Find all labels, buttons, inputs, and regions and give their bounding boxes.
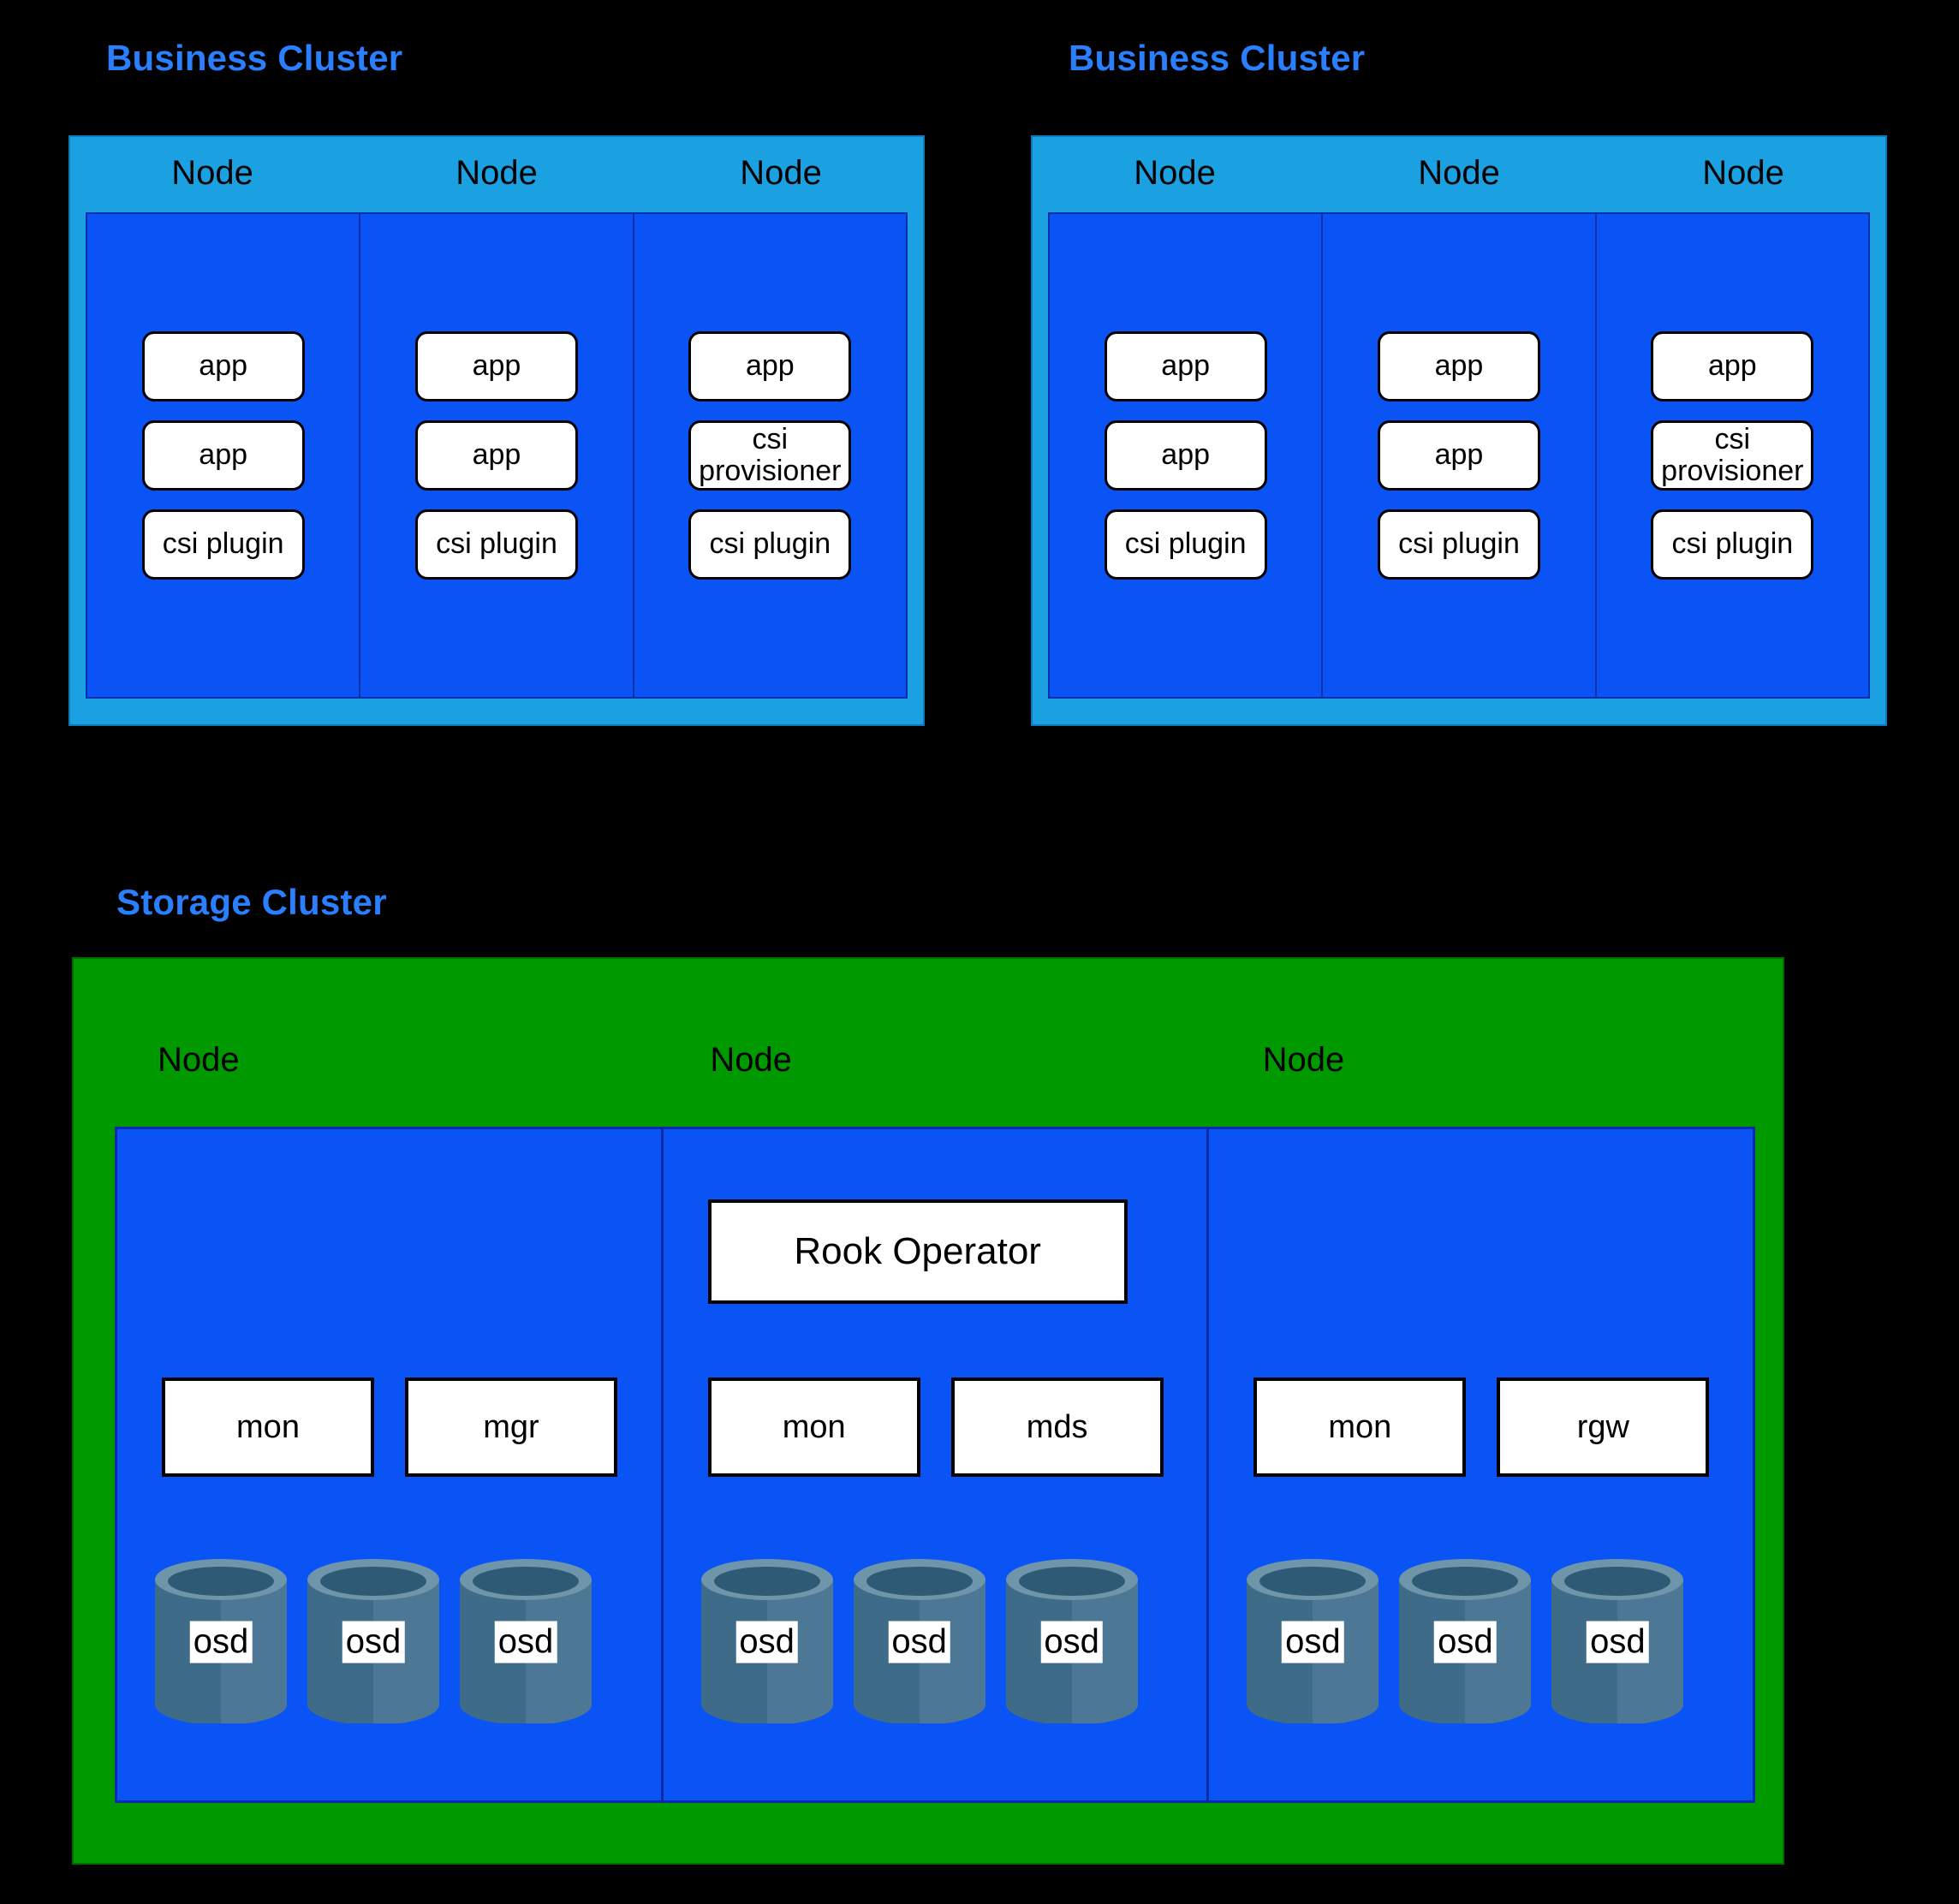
pod-app[interactable]: app xyxy=(688,331,852,402)
osd-cylinder[interactable]: osd xyxy=(302,1557,444,1723)
pod-csi-plugin[interactable]: csi plugin xyxy=(688,509,852,580)
pod-app[interactable]: app xyxy=(1377,331,1540,402)
pod-csi-plugin[interactable]: csi plugin xyxy=(1104,509,1267,580)
operator-row: Rook Operator xyxy=(664,1199,1207,1304)
pod-app[interactable]: app xyxy=(1651,331,1814,402)
osd-cylinder[interactable]: osd xyxy=(455,1557,597,1723)
daemon-rgw[interactable]: rgw xyxy=(1497,1377,1710,1477)
pod-app[interactable]: app xyxy=(414,420,578,491)
pod-csi-plugin[interactable]: csi plugin xyxy=(414,509,578,580)
osd-cylinder[interactable]: osd xyxy=(1001,1557,1143,1723)
osd-cylinder[interactable]: osd xyxy=(150,1557,292,1723)
daemon-mgr[interactable]: mgr xyxy=(405,1377,617,1477)
osd-row: osd osd xyxy=(117,1557,661,1723)
daemon-mon[interactable]: mon xyxy=(162,1377,374,1477)
pod-csi-plugin[interactable]: csi plugin xyxy=(1651,509,1814,580)
pod-app[interactable]: app xyxy=(414,331,578,402)
pod-app[interactable]: app xyxy=(141,420,305,491)
pod-csi-plugin[interactable]: csi plugin xyxy=(141,509,305,580)
osd-cylinder[interactable]: osd xyxy=(1394,1557,1536,1723)
storage-cluster-node-labels: Node Node Node xyxy=(125,1041,1783,1092)
business-cluster-1-nodes: app app csi plugin app app csi plugin ap… xyxy=(86,212,908,699)
node-label: Node xyxy=(740,153,822,192)
osd-cylinder[interactable]: osd xyxy=(1546,1557,1688,1723)
business-cluster-2-node-labels: Node Node Node xyxy=(1033,137,1885,212)
business-cluster-1-node-labels: Node Node Node xyxy=(70,137,923,212)
node-label: Node xyxy=(1702,153,1784,192)
osd-label: osd xyxy=(494,1621,557,1663)
pod-app[interactable]: app xyxy=(1104,331,1267,402)
pod-app[interactable]: app xyxy=(141,331,305,402)
node: app app csi plugin xyxy=(87,214,361,697)
storage-cluster: Node Node Node mon mgr osd xyxy=(72,957,1784,1865)
daemon-service-row: mon mds xyxy=(664,1377,1207,1477)
daemon-mds[interactable]: mds xyxy=(950,1377,1164,1477)
osd-label: osd xyxy=(735,1621,798,1663)
daemon-service-row: mon mgr xyxy=(117,1377,661,1477)
pod-csi-plugin[interactable]: csi plugin xyxy=(1377,509,1540,580)
storage-cluster-nodes: mon mgr osd xyxy=(115,1127,1755,1803)
business-cluster-2: Node Node Node app app csi plugin app ap… xyxy=(1031,135,1887,726)
osd-label: osd xyxy=(1040,1621,1103,1663)
node-label: Node xyxy=(158,1041,240,1079)
storage-cluster-title: Storage Cluster xyxy=(116,882,387,922)
business-cluster-2-nodes: app app csi plugin app app csi plugin ap… xyxy=(1048,212,1870,699)
node-label: Node xyxy=(456,153,538,192)
node: app app csi plugin xyxy=(360,214,634,697)
osd-label: osd xyxy=(1282,1621,1344,1663)
osd-label: osd xyxy=(342,1621,405,1663)
osd-label: osd xyxy=(1434,1621,1497,1663)
daemon-mon[interactable]: mon xyxy=(1253,1377,1467,1477)
storage-node: mon rgw osd xyxy=(1209,1129,1753,1800)
node-label: Node xyxy=(710,1041,792,1079)
osd-cylinder[interactable]: osd xyxy=(696,1557,838,1723)
business-cluster-1: Node Node Node app app csi plugin app ap… xyxy=(68,135,925,726)
osd-cylinder[interactable]: osd xyxy=(1241,1557,1384,1723)
business-cluster-2-title: Business Cluster xyxy=(1069,38,1366,78)
osd-row: osd osd xyxy=(1209,1557,1753,1723)
node: app app csi plugin xyxy=(1050,214,1324,697)
pod-app[interactable]: app xyxy=(1377,420,1540,491)
osd-cylinder[interactable]: osd xyxy=(849,1557,991,1723)
osd-label: osd xyxy=(1587,1621,1649,1663)
storage-node: Rook Operator mon mds osd xyxy=(664,1129,1210,1800)
storage-node: mon mgr osd xyxy=(117,1129,664,1800)
daemon-rook-operator[interactable]: Rook Operator xyxy=(707,1199,1128,1304)
node-label: Node xyxy=(1418,153,1500,192)
osd-row: osd osd xyxy=(664,1557,1207,1723)
node-label: Node xyxy=(1262,1041,1345,1079)
business-cluster-1-title: Business Cluster xyxy=(106,38,403,78)
osd-label: osd xyxy=(189,1621,253,1663)
node-label: Node xyxy=(1134,153,1216,192)
pod-app[interactable]: app xyxy=(1104,420,1267,491)
daemon-mon[interactable]: mon xyxy=(707,1377,920,1477)
node: app app csi plugin xyxy=(1323,214,1597,697)
node-label: Node xyxy=(171,153,253,192)
osd-label: osd xyxy=(888,1621,950,1663)
daemon-service-row: mon rgw xyxy=(1209,1377,1753,1477)
